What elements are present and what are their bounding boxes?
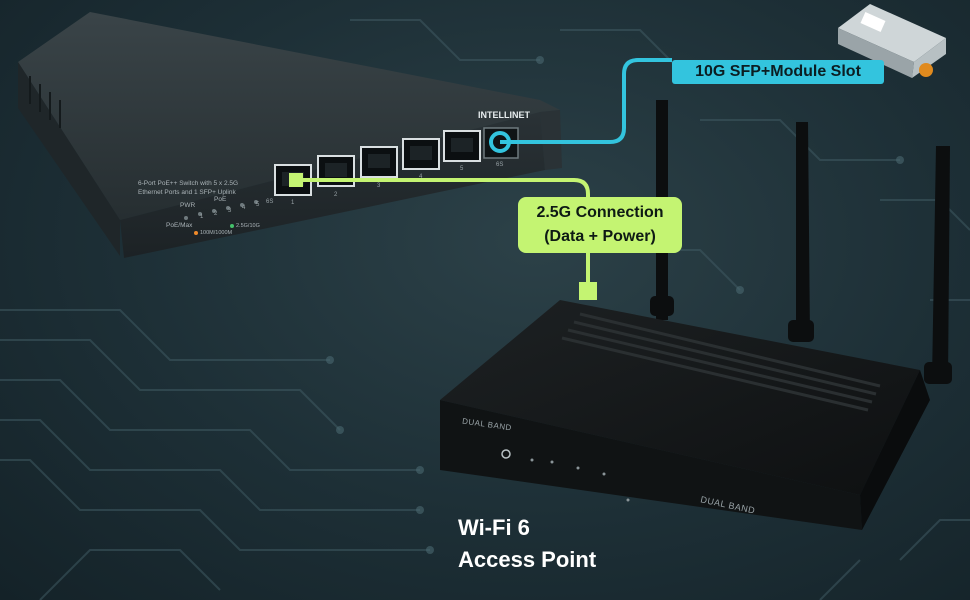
led-number: 2: [214, 211, 218, 217]
connection-label-line2: (Data + Power): [544, 228, 656, 245]
caption-line1: Wi-Fi 6: [458, 515, 530, 540]
switch-brand-logo: INTELLINET: [478, 110, 530, 120]
port-number: 3: [377, 183, 381, 189]
led-number: 1: [200, 214, 204, 220]
sfp-port-number: 6S: [496, 162, 504, 168]
sfp-connector-line: [500, 58, 672, 144]
sfp-connector-dot: [489, 131, 511, 153]
switch-led-poe-label: PoE: [214, 196, 227, 203]
port-number: 2: [334, 192, 338, 198]
led-number: 3: [228, 208, 232, 214]
switch-legend-1: 100M/1000M: [200, 230, 233, 236]
network-switch: [18, 12, 562, 258]
switch-led-pwr-label: PWR: [180, 202, 196, 209]
switch-description-line2: Ethernet Ports and 1 SFP+ Uplink: [138, 189, 236, 196]
circuit-pads: [326, 56, 904, 554]
led-number: 4: [242, 205, 246, 211]
sfp-module-slot-label: 10G SFP+Module Slot: [672, 60, 884, 84]
connection-square-switch: [289, 173, 303, 187]
connection-label-line1: 2.5G Connection: [536, 204, 664, 221]
switch-description-line1: 6-Port PoE++ Switch with 5 x 2.5G: [138, 180, 239, 187]
wifi-router: [440, 300, 930, 530]
connection-square-router: [579, 282, 597, 300]
sfp-transceiver: [838, 4, 946, 78]
caption-line2: Access Point: [458, 547, 597, 572]
port-number: 5: [460, 166, 464, 172]
switch-led-poemax-label: PoE/Max: [166, 222, 193, 229]
led-number: 5: [256, 202, 260, 208]
port-number: 4: [419, 174, 423, 180]
circuit-traces: [0, 19, 970, 600]
product-caption: Wi-Fi 6 Access Point: [458, 512, 596, 576]
connection-line: [296, 178, 590, 290]
connection-label: 2.5G Connection (Data + Power): [518, 197, 682, 253]
led-number: 6S: [266, 199, 274, 205]
port-number: 1: [291, 200, 295, 206]
switch-legend-2: 2.5G/10G: [236, 223, 260, 229]
